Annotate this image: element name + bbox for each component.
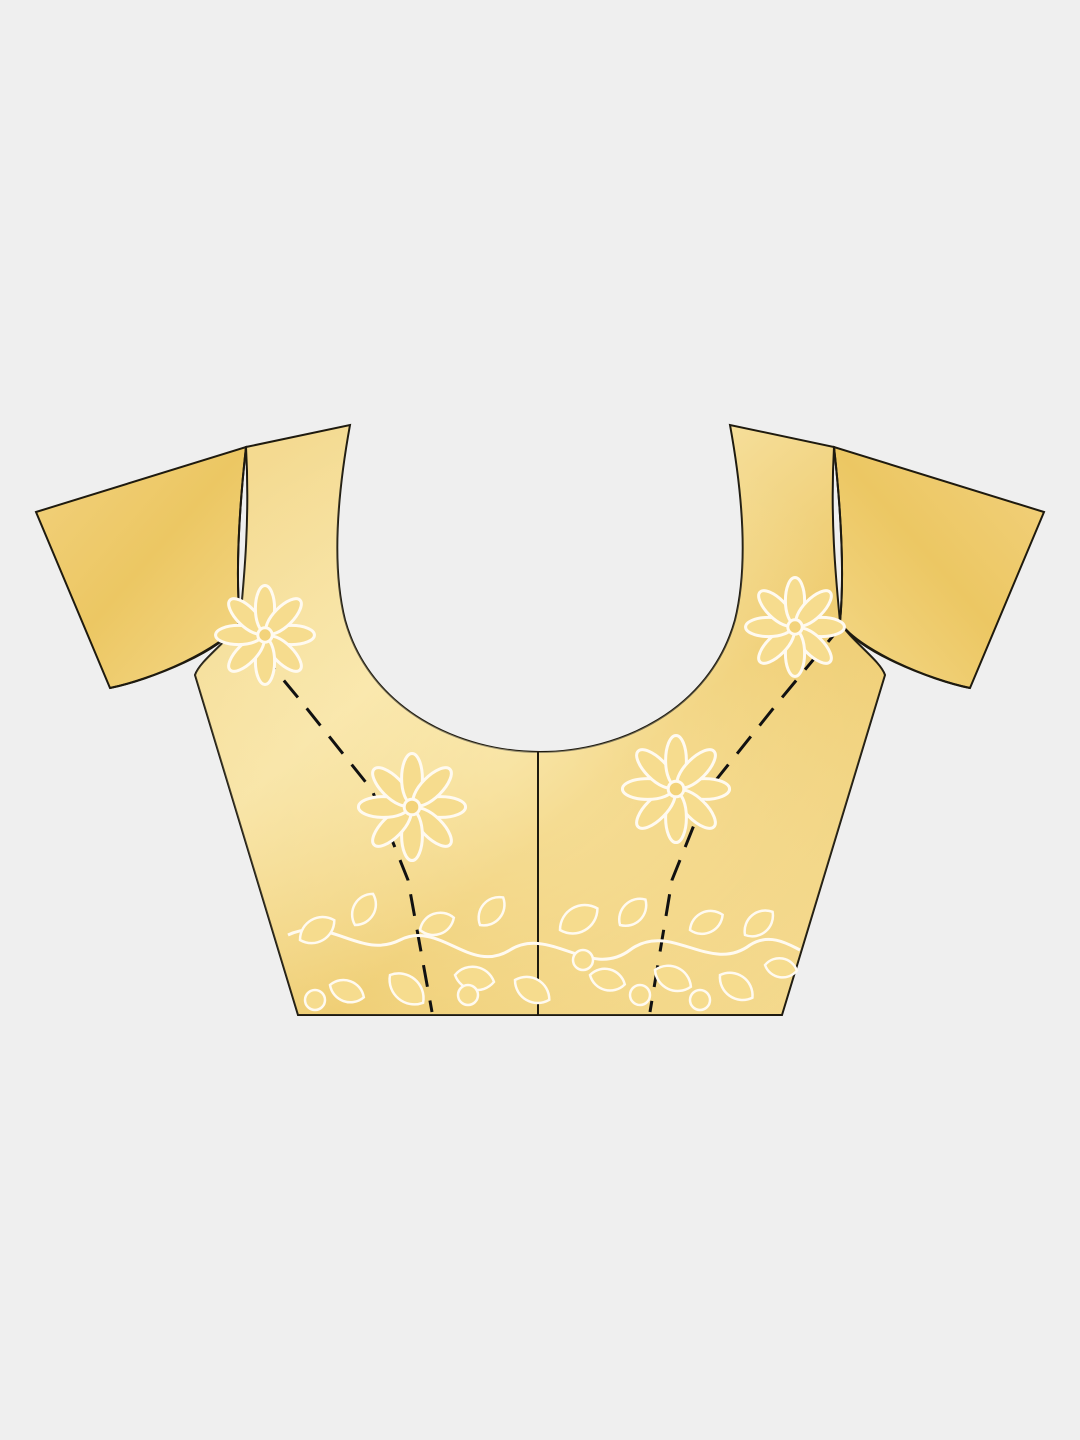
vine-bud [303,988,327,1012]
embroidery-motifs [214,576,846,863]
bodice-sheen [195,425,885,1015]
vine-leaf [388,972,425,1006]
flower-motif-left-shoulder [214,584,316,686]
vine-bud [628,983,652,1007]
vine-leaf [298,915,336,945]
flower-motif-right-shoulder [744,576,846,678]
vine-leaf [558,903,599,935]
vine-leaf [350,892,378,927]
vine-leaf [743,909,775,938]
vine-bud [571,948,595,972]
vine-leaf [477,895,506,927]
vine-leaf [718,971,754,1002]
vine-leaf [328,978,366,1004]
vine-leaf [513,975,551,1005]
vine-leaf [688,909,724,936]
vine-leaf [763,957,799,979]
vine-leaf [617,897,648,928]
vine-leaf [418,911,456,937]
flower-motif-left-chest [356,751,468,863]
vine-stem [287,928,801,961]
flower-motif-right-chest [620,733,732,845]
embroidery-border [287,892,801,1012]
vine-bud [456,983,480,1007]
vine-leaf [653,964,693,993]
vine-bud [688,988,712,1012]
vine-leaf [588,967,627,992]
